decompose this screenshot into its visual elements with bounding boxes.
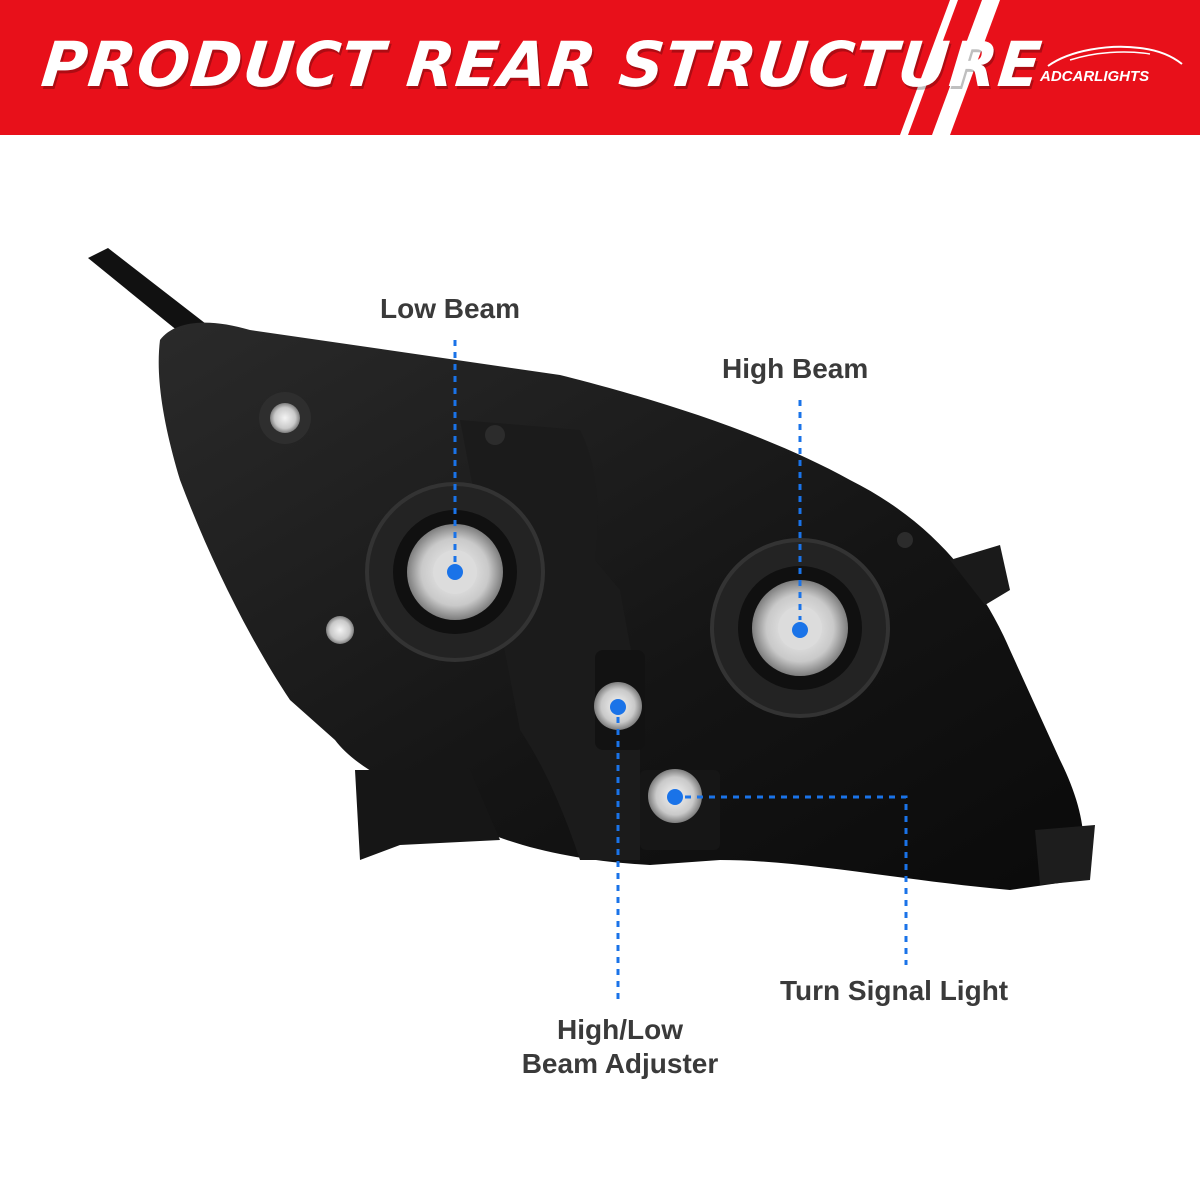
label-turn-signal: Turn Signal Light xyxy=(780,975,1009,1006)
car-silhouette-icon xyxy=(1047,45,1183,67)
label-adjuster: High/Low Beam Adjuster xyxy=(500,1013,740,1081)
callout-leader-lines xyxy=(453,340,908,1005)
marker-high-beam xyxy=(792,622,808,638)
bottom-bracket xyxy=(355,770,500,860)
label-low-beam: Low Beam xyxy=(380,293,521,324)
marker-turn-signal xyxy=(667,789,683,805)
banner-background xyxy=(0,0,1200,135)
brand-name: ADCARLIGHTS xyxy=(1040,68,1150,85)
label-adjuster-line2: Beam Adjuster xyxy=(521,1048,719,1079)
label-adjuster-line1: High/Low xyxy=(557,1014,683,1045)
brand-logo: ADCARLIGHTS xyxy=(1040,40,1190,100)
marker-low-beam xyxy=(447,564,463,580)
callout-markers xyxy=(447,564,808,805)
header-banner: PRODUCT REAR STRUCTURE ADCARLIGHTS xyxy=(0,0,1200,135)
leader-turn-signal xyxy=(685,795,908,965)
corner-tab xyxy=(1035,825,1095,885)
side-bracket xyxy=(950,545,1010,605)
marker-adjuster xyxy=(610,699,626,715)
label-high-beam: High Beam xyxy=(722,353,869,384)
